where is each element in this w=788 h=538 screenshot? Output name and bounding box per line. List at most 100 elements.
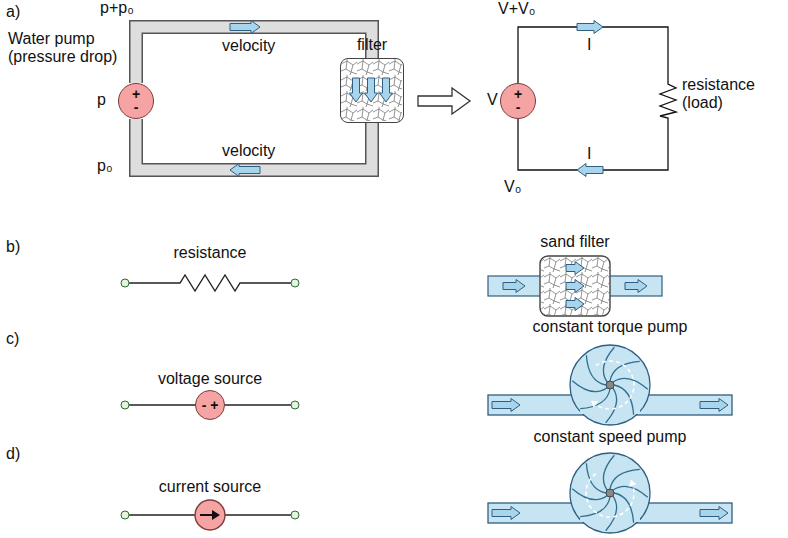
- filter-texture: [341, 59, 402, 121]
- resistor-label: resistance (load): [682, 76, 774, 113]
- label-text: constant speed pump: [534, 428, 687, 446]
- polarity-sign: +: [132, 88, 140, 101]
- label-text: p₀: [97, 157, 113, 175]
- drawing-part: [129, 514, 291, 515]
- sand-texture: [341, 59, 402, 121]
- pipe-inside: [136, 119, 372, 170]
- polarity-sign: - +: [202, 399, 219, 412]
- label-text: c): [6, 330, 19, 348]
- pump-vane: [613, 378, 648, 389]
- source-symbol: - +: [195, 390, 225, 420]
- flow-arrow: [492, 507, 520, 520]
- polarity-sign: -: [134, 101, 139, 114]
- flow-arrow: [492, 399, 520, 412]
- drawing-part: [129, 275, 291, 291]
- pump-casing: [570, 453, 650, 533]
- edge-label: I: [587, 36, 591, 54]
- constant-torque-pump: [488, 345, 732, 425]
- edge-label: I: [587, 145, 591, 163]
- drawing-part: [541, 257, 609, 315]
- label-text: d): [6, 445, 20, 463]
- filter-node: filter: [340, 36, 404, 126]
- source-symbol: +-: [118, 83, 154, 119]
- label-text: p+p₀: [100, 0, 134, 17]
- pump-pipe: [488, 395, 732, 415]
- load-resistor: resistance (load): [658, 72, 778, 130]
- label-text: a): [6, 3, 20, 21]
- pump-vane: [572, 489, 607, 500]
- filter-box: [340, 58, 404, 123]
- label-text: V₀: [504, 178, 521, 196]
- edge-label: velocity: [222, 37, 275, 55]
- edge-label: velocity: [222, 142, 275, 160]
- flow-arrow: [577, 21, 603, 34]
- drawing-part: [488, 276, 544, 296]
- flow-arrow: [230, 21, 260, 34]
- sand-filter: [488, 256, 662, 316]
- flow-arrow: [380, 78, 393, 102]
- flow-arrow: [700, 507, 728, 520]
- label-text: Water pump (pressure drop): [8, 30, 126, 67]
- pump-hub: [606, 489, 614, 497]
- pump-pipe-join: [580, 396, 640, 414]
- rotation-arrow: [586, 474, 634, 517]
- label-text: current source: [159, 478, 261, 496]
- label-text: b): [6, 238, 20, 256]
- resistor-symbol: [658, 76, 678, 126]
- polarity-sign: +: [514, 88, 522, 101]
- polarity-sign: -: [516, 101, 521, 114]
- pipe-wall: [136, 119, 372, 170]
- drawing-part: [606, 276, 662, 296]
- resistor-zigzag: [660, 76, 676, 126]
- drawing-part: [121, 279, 129, 287]
- drawing-part: [503, 262, 647, 311]
- drawing-part: [540, 256, 610, 316]
- label-text: V+V₀: [498, 0, 535, 18]
- drawing-part: [200, 514, 214, 516]
- drawing-part: [291, 401, 299, 409]
- drawing-part: [121, 401, 129, 409]
- pump-vane: [606, 496, 617, 531]
- rotation-arrowhead: [591, 401, 598, 408]
- drawing-part: [212, 510, 220, 520]
- resistor-symbol: [121, 275, 299, 291]
- pump-casing: [570, 345, 650, 425]
- wire: [518, 27, 668, 83]
- flow-arrow: [503, 280, 525, 293]
- label-text: resistance: [174, 244, 247, 262]
- water-pipe: [136, 27, 372, 83]
- drawing-part: [291, 511, 299, 519]
- flow-arrow: [700, 399, 728, 412]
- pump-vane: [603, 455, 614, 490]
- circuit-wire: [518, 119, 668, 170]
- water-pipe: [136, 119, 372, 170]
- source-symbol: +-: [500, 83, 536, 119]
- flow-arrow: [365, 78, 378, 102]
- flow-arrow: [566, 280, 584, 293]
- filter-label: filter: [357, 36, 387, 54]
- pump-vane: [572, 381, 607, 392]
- flow-arrow: [566, 298, 584, 311]
- pump-hub: [606, 381, 614, 389]
- flow-arrow: [577, 164, 603, 177]
- flow-arrows: [230, 21, 603, 177]
- current-source-symbol: [121, 500, 299, 530]
- rotation-arrowhead: [629, 480, 637, 487]
- wire: [518, 119, 668, 170]
- constant-speed-pump: [488, 453, 732, 533]
- rotation-arrow: [596, 361, 634, 409]
- label-text: p: [97, 91, 106, 109]
- drawing-part: [291, 279, 299, 287]
- pipe-wall: [136, 27, 372, 83]
- flow-arrow: [566, 262, 584, 275]
- label-text: V: [487, 91, 498, 109]
- flow-arrow: [625, 280, 647, 293]
- pump-vane: [606, 388, 617, 423]
- circuit-wire: [518, 27, 668, 83]
- pump-pipe-join: [580, 504, 640, 522]
- label-text: sand filter: [540, 233, 609, 251]
- pump-vane: [603, 347, 614, 382]
- label-text: constant torque pump: [533, 318, 688, 336]
- drawing-part: [121, 511, 129, 519]
